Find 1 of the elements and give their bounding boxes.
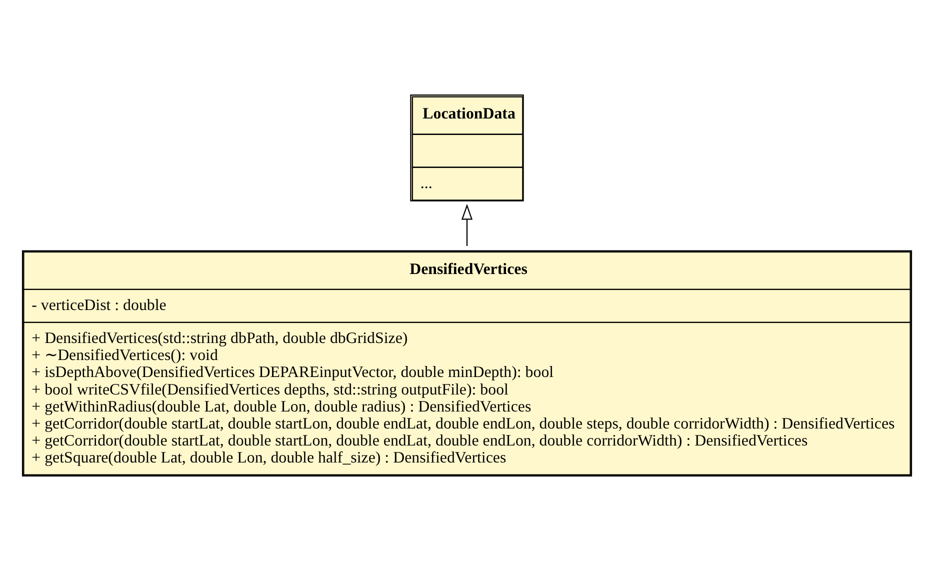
arrow	[461, 204, 473, 246]
